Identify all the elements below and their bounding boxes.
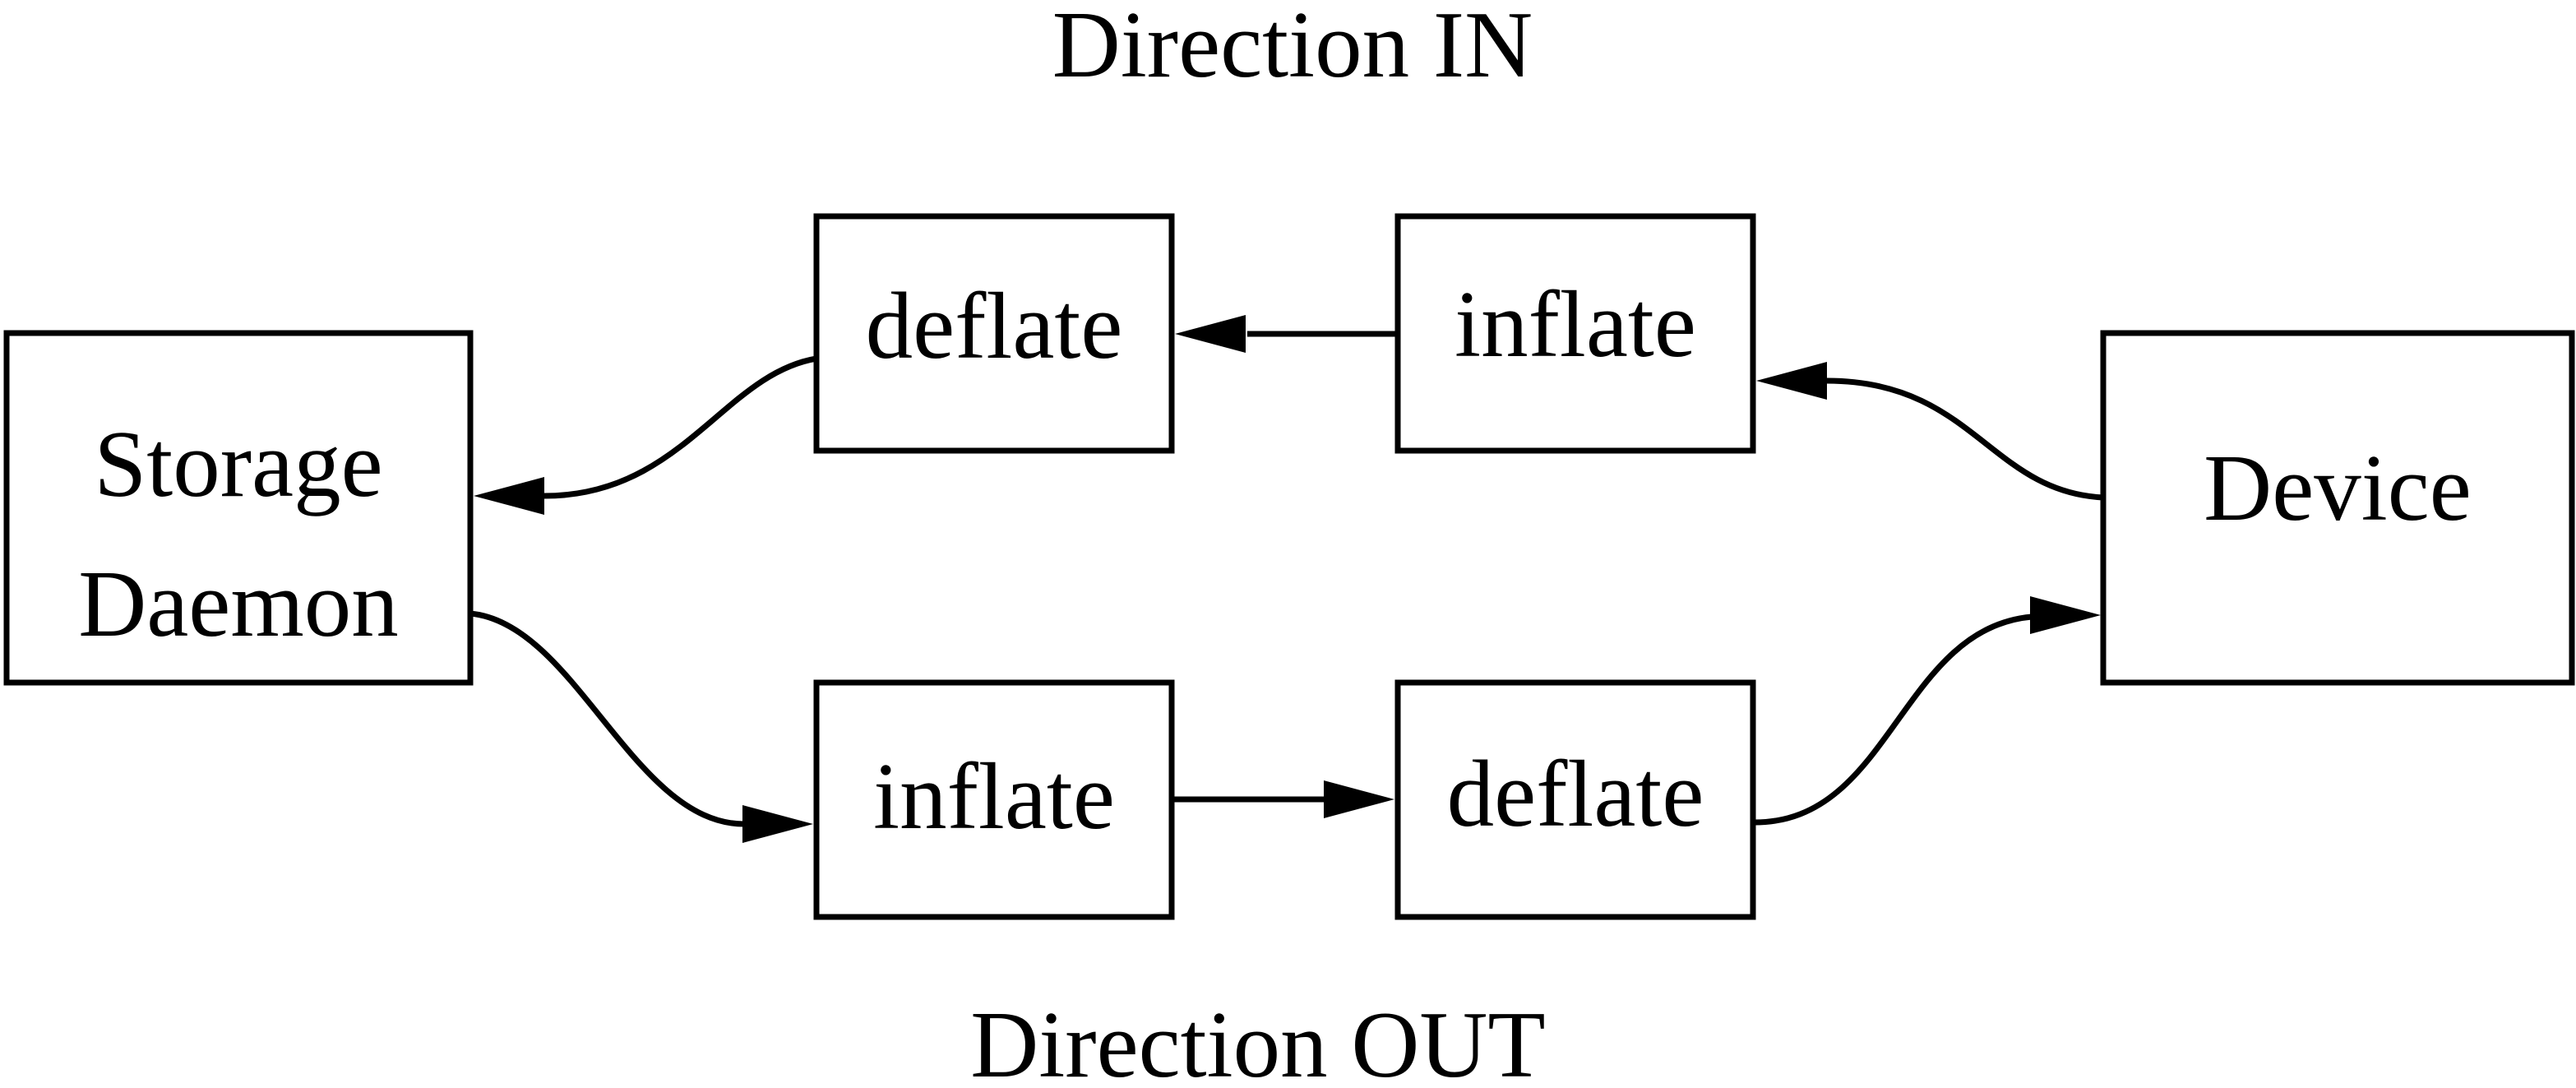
- node-inflate-out: inflate: [813, 679, 1175, 920]
- device-box: [2100, 330, 2575, 686]
- title-direction-in: Direction IN: [1052, 0, 1533, 97]
- edge-deflate-in-to-storage-daemon: [474, 355, 817, 515]
- title-direction-out: Direction OUT: [970, 993, 1545, 1088]
- arrowhead-right-icon: [2030, 596, 2101, 634]
- edge-device-to-inflate-in: [1756, 362, 2104, 501]
- node-deflate-out: deflate: [1394, 679, 1756, 920]
- inflate-out-label: inflate: [873, 744, 1115, 849]
- edge-storage-daemon-to-inflate-out-path: [469, 610, 745, 827]
- device-label: Device: [2204, 436, 2472, 540]
- storage-daemon-box: [3, 330, 474, 686]
- edge-inflate-in-to-deflate-in: [1175, 315, 1398, 353]
- inflate-in-box: [1394, 213, 1756, 454]
- arrowhead-left-icon: [474, 477, 544, 515]
- edge-deflate-in-to-storage-daemon-path: [543, 355, 817, 499]
- node-storage-daemon: Storage Daemon: [3, 330, 474, 686]
- deflate-out-box: [1394, 679, 1756, 920]
- arrowhead-right-icon: [742, 805, 813, 843]
- deflate-out-label: deflate: [1447, 742, 1704, 846]
- arrowhead-right-icon: [1324, 780, 1394, 818]
- node-device: Device: [2100, 330, 2575, 686]
- deflate-in-label: deflate: [866, 274, 1123, 378]
- edge-device-to-inflate-in-path: [1826, 377, 2104, 501]
- edge-storage-daemon-to-inflate-out: [469, 610, 813, 843]
- inflate-in-label: inflate: [1454, 272, 1696, 377]
- storage-daemon-label-line1: Storage: [94, 412, 382, 516]
- deflate-in-box: [813, 213, 1175, 454]
- edge-deflate-out-to-device-path: [1752, 613, 2033, 826]
- arrowhead-left-icon: [1756, 362, 1827, 400]
- storage-daemon-label-line2: Daemon: [78, 552, 399, 656]
- edge-deflate-out-to-device: [1752, 596, 2101, 826]
- arrowhead-left-icon: [1175, 315, 1246, 353]
- node-deflate-in: deflate: [813, 213, 1175, 454]
- node-inflate-in: inflate: [1394, 213, 1756, 454]
- edge-inflate-out-to-deflate-out: [1172, 780, 1394, 818]
